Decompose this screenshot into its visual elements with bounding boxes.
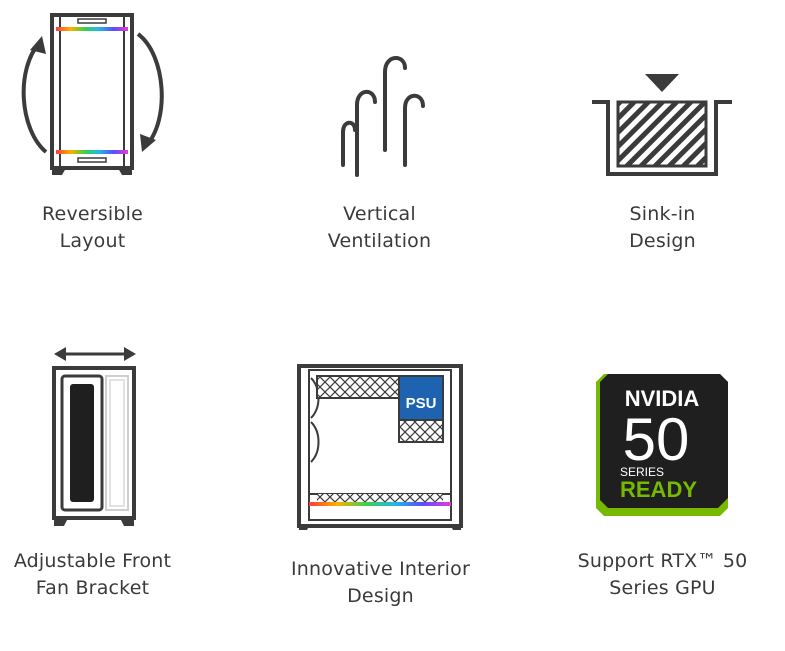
- psu-label: PSU: [406, 395, 437, 412]
- badge-series: SERIES: [620, 465, 664, 479]
- vertical-ventilation-icon: [325, 50, 435, 180]
- feature-label-line2: Series GPU: [609, 577, 716, 599]
- feature-label-line1: Adjustable Front: [13, 550, 172, 572]
- feature-label-line1: Vertical: [343, 203, 416, 225]
- reversible-layout-icon: [10, 10, 180, 180]
- feature-label-line1: Innovative Interior: [290, 558, 470, 580]
- feature-label-line2: Design: [347, 585, 414, 607]
- badge-brand: NVIDIA: [625, 386, 700, 411]
- adjustable-front-fan-bracket-icon: [48, 342, 148, 532]
- feature-label-line2: Design: [629, 230, 696, 252]
- feature-label-line2: Layout: [59, 230, 126, 252]
- badge-number: 50: [623, 406, 690, 473]
- feature-label-line2: Fan Bracket: [35, 577, 150, 599]
- innovative-interior-design-icon: PSU: [295, 362, 467, 530]
- feature-label-line1: Support RTX™ 50: [577, 550, 748, 572]
- feature-label-line1: Reversible: [42, 203, 143, 225]
- feature-label-line1: Sink-in: [629, 203, 696, 225]
- badge-ready: READY: [620, 477, 697, 502]
- sink-in-design-icon: [590, 72, 735, 182]
- feature-label-line2: Ventilation: [327, 230, 432, 252]
- nvidia-50-series-ready-icon: NVIDIA 50 SERIES READY: [594, 372, 730, 518]
